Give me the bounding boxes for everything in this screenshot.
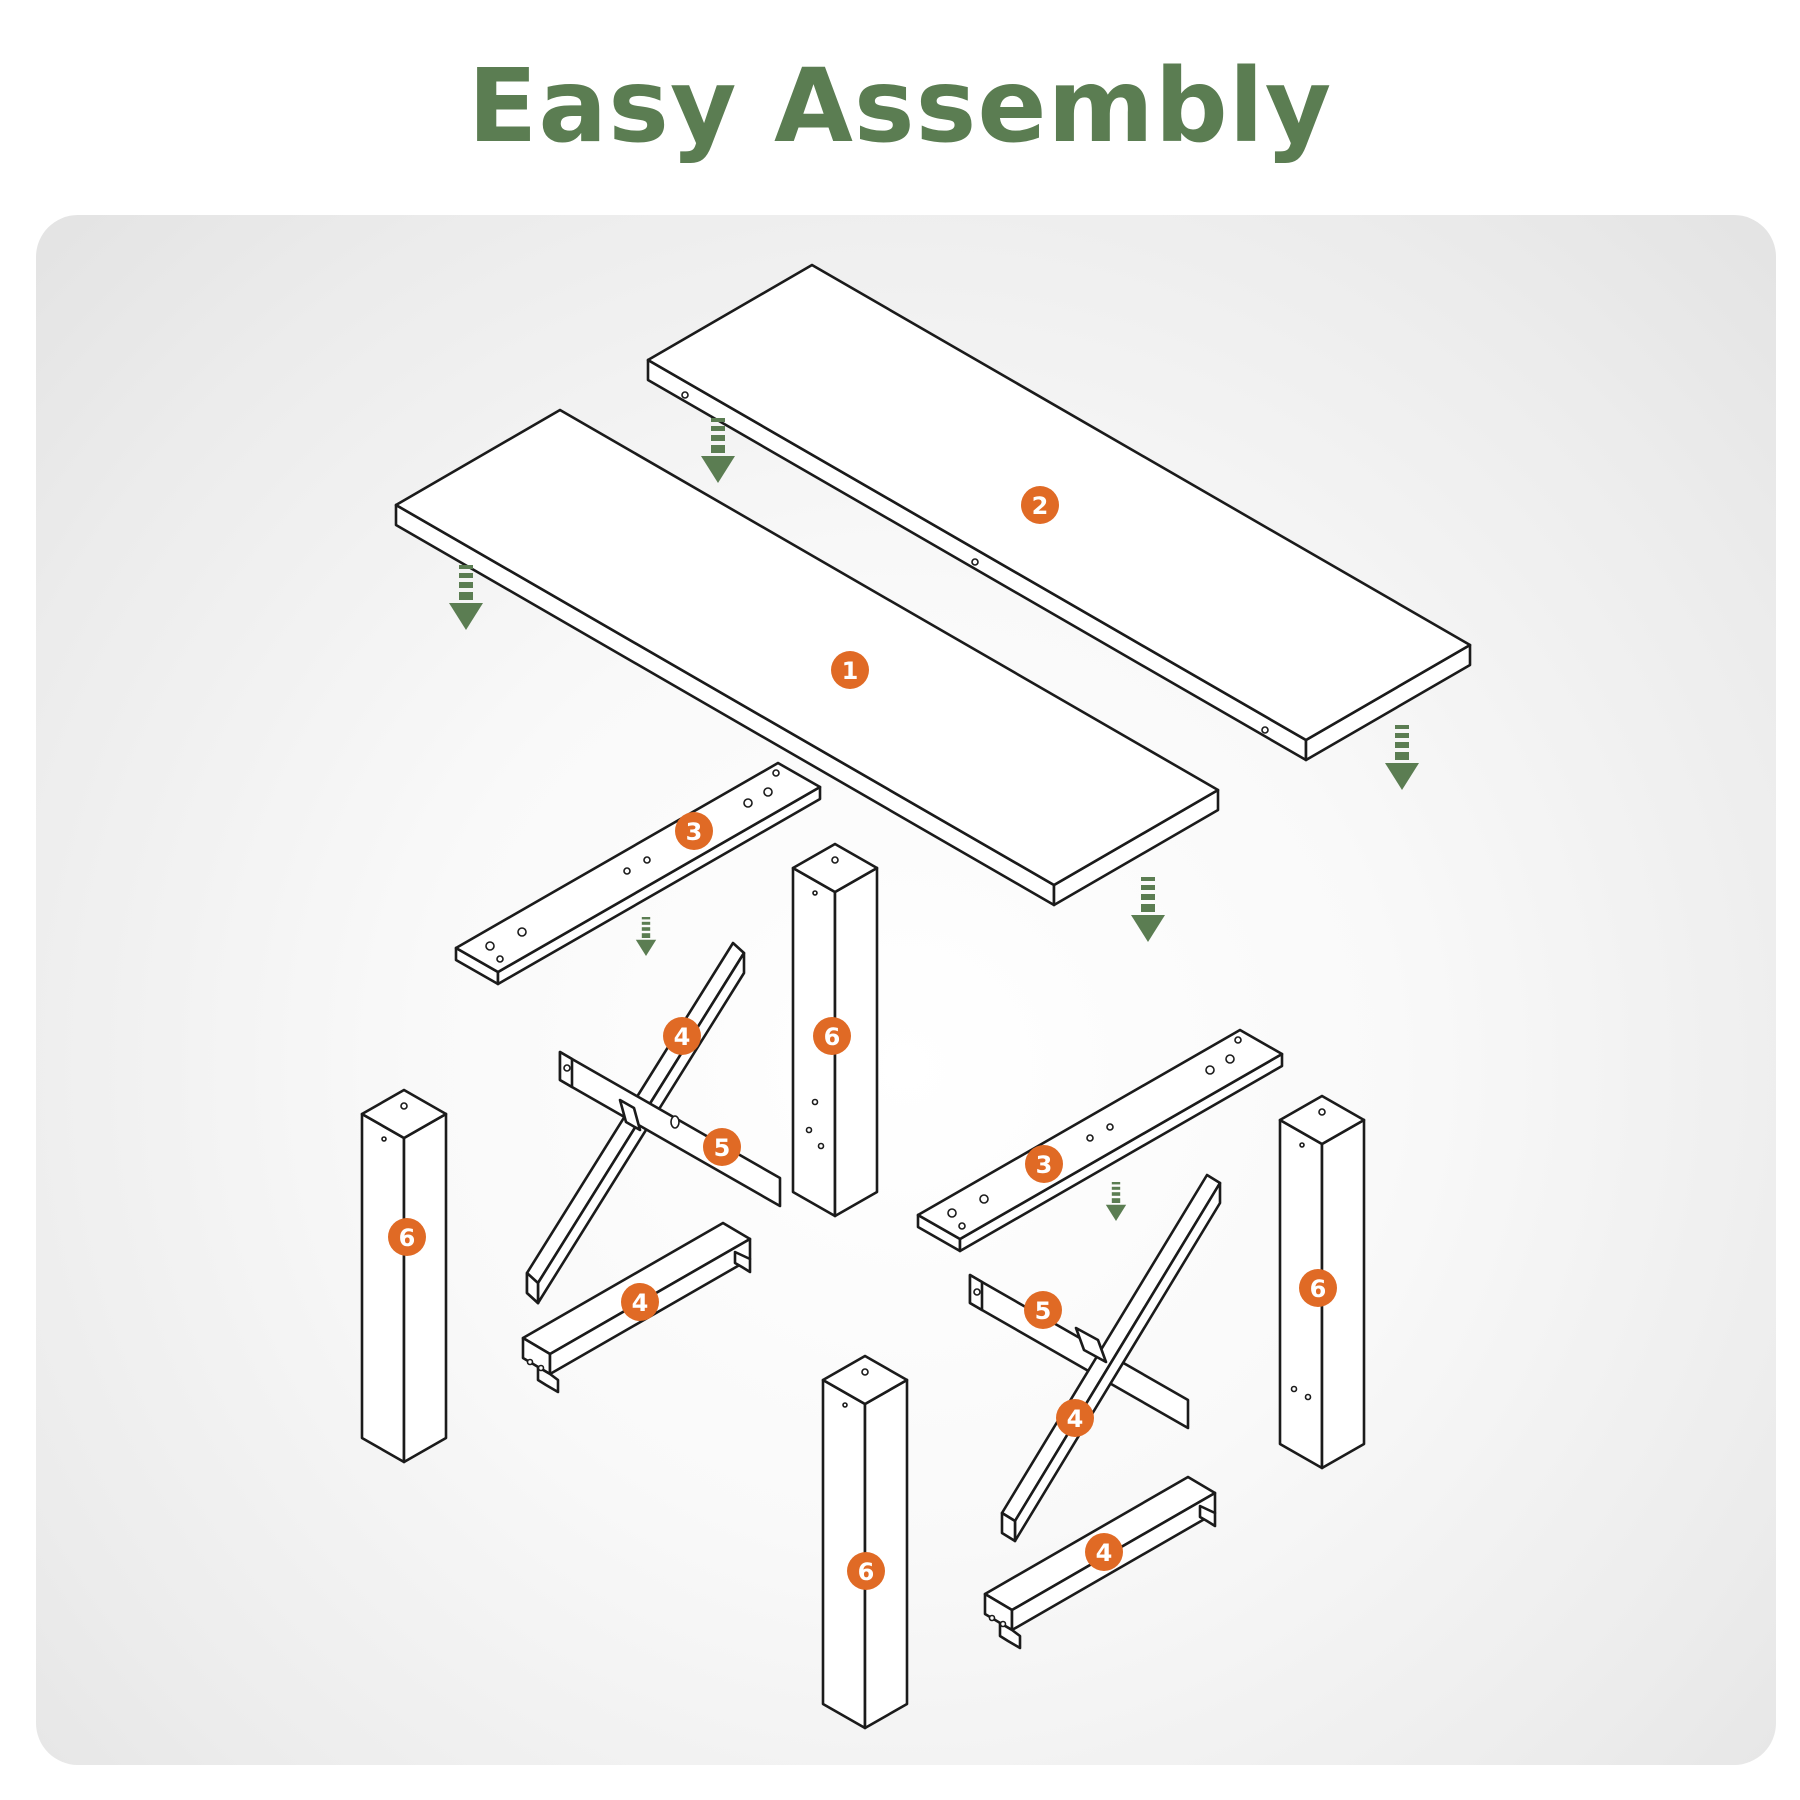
tabletop-1 [394, 408, 1220, 907]
part-number-label: 3 [1036, 1151, 1053, 1179]
down-arrow-icon [1105, 1182, 1127, 1221]
part-number-badge-upper-rail-right: 3 [1025, 1145, 1063, 1183]
part-number-badge-leg-front-right: 6 [847, 1552, 885, 1590]
tabletop-2 [646, 263, 1472, 762]
upper-rail-left [454, 761, 822, 986]
part-number-badge-foot-rail-left: 4 [621, 1283, 659, 1321]
part-number-badge-upper-rail-left: 3 [675, 812, 713, 850]
part-number-label: 4 [632, 1289, 649, 1317]
diagonal-brace-right [1000, 1173, 1222, 1543]
part-number-badge-leg-back-left: 6 [813, 1017, 851, 1055]
part-number-label: 4 [1067, 1405, 1084, 1433]
down-arrow-icon [701, 418, 735, 483]
page-title: Easy Assembly [467, 47, 1333, 166]
part-number-label: 1 [842, 657, 859, 685]
part-number-label: 6 [399, 1224, 416, 1252]
part-number-label: 5 [1035, 1297, 1052, 1325]
part-number-label: 3 [686, 818, 703, 846]
leg-back-left [791, 842, 879, 1218]
part-number-label: 6 [824, 1023, 841, 1051]
upper-rail-right [916, 1028, 1284, 1253]
part-number-badge-foot-rail-right: 4 [1085, 1533, 1123, 1571]
part-number-badge-tabletop-1: 1 [831, 651, 869, 689]
down-arrow-icon [1131, 877, 1165, 942]
part-number-label: 2 [1032, 492, 1049, 520]
part-number-badge-leg-back-right: 6 [1299, 1269, 1337, 1307]
leg-front-right [821, 1354, 909, 1730]
down-arrow-icon [449, 565, 483, 630]
part-number-badge-diagonal-brace-right: 4 [1056, 1399, 1094, 1437]
part-number-label: 5 [714, 1134, 731, 1162]
leg-front-left [360, 1088, 448, 1464]
part-number-badge-cross-brace-left: 5 [703, 1128, 741, 1166]
part-number-label: 4 [1096, 1539, 1113, 1567]
down-arrow-icon [635, 917, 657, 956]
part-number-label: 6 [1310, 1275, 1327, 1303]
part-number-badge-diagonal-brace-left: 4 [663, 1017, 701, 1055]
part-number-badge-tabletop-2: 2 [1021, 486, 1059, 524]
part-number-badge-cross-brace-right: 5 [1024, 1291, 1062, 1329]
part-number-badge-leg-front-left: 6 [388, 1218, 426, 1256]
cross-brace-left [558, 1050, 782, 1208]
down-arrow-icon [1385, 725, 1419, 790]
part-number-label: 6 [858, 1558, 875, 1586]
part-number-label: 4 [674, 1023, 691, 1051]
